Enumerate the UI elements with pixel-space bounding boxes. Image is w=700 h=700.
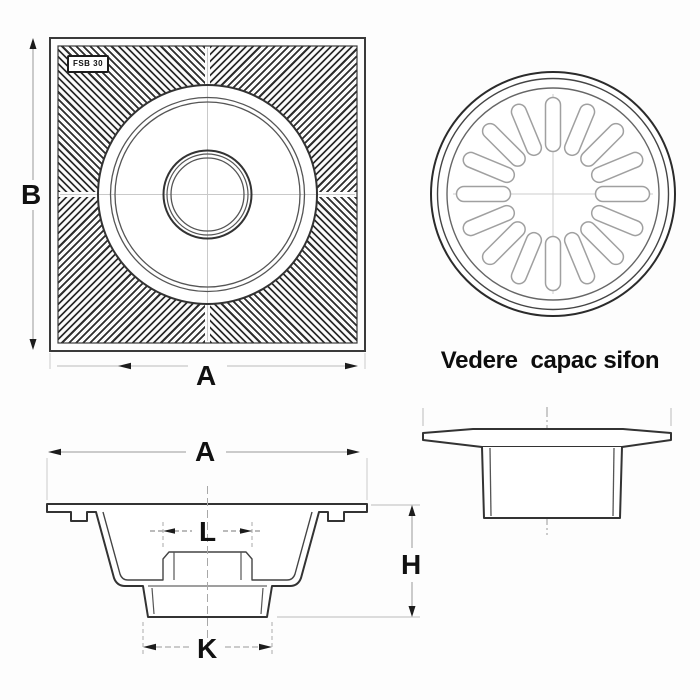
dim-label-b: B — [21, 179, 42, 210]
dim-label-a-section: A — [195, 436, 216, 467]
cover-view-caption: Vedere capac sifon — [440, 347, 660, 374]
section-view-geometry — [46, 448, 420, 656]
cover-section-geometry — [422, 407, 672, 535]
dim-label-l: L — [199, 516, 217, 547]
dim-label-a-plan: A — [196, 360, 217, 391]
dim-label-h: H — [401, 549, 422, 580]
product-code-badge: FSB 30 — [67, 55, 109, 73]
cover-view-geometry — [430, 71, 676, 317]
cover-slots — [455, 96, 651, 292]
dim-label-k: K — [197, 633, 218, 664]
plan-view-geometry — [29, 37, 366, 370]
